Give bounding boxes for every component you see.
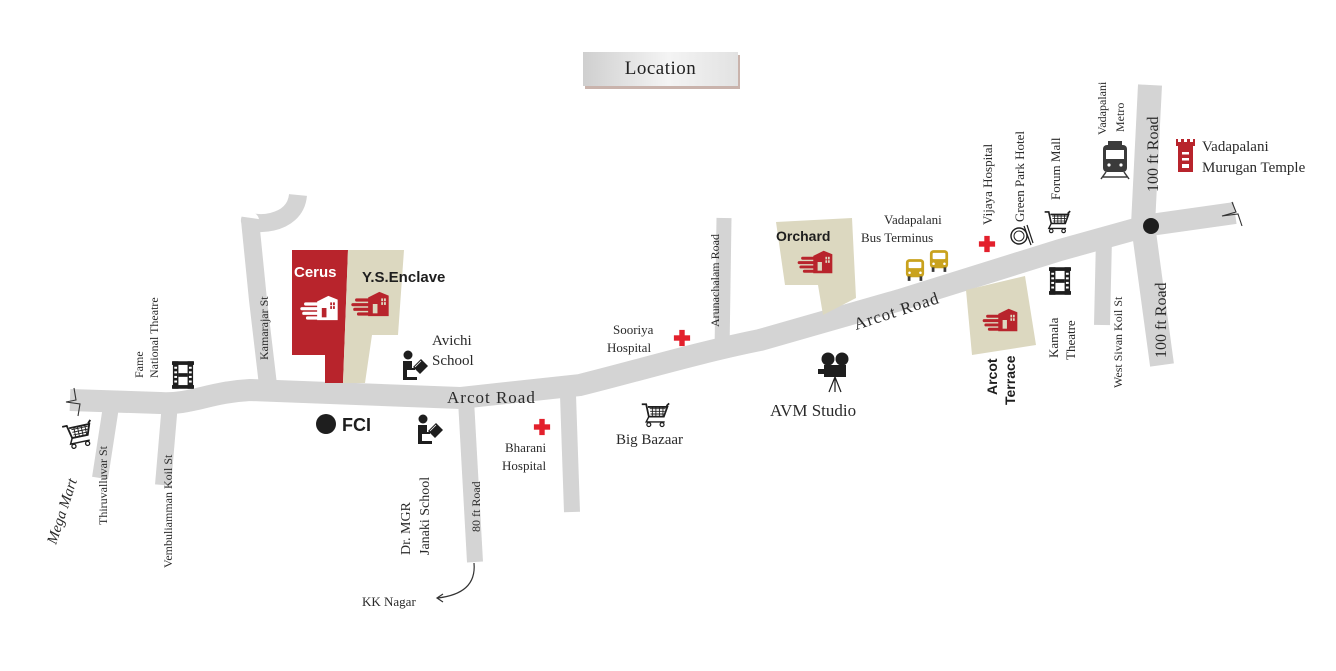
kamala-label-line2: Theatre xyxy=(1063,320,1078,360)
fci-label: FCI xyxy=(342,415,371,435)
arcot-terrace-label-line1: Arcot xyxy=(984,358,1000,395)
eighty-ft-road-label: 80 ft Road xyxy=(469,481,483,532)
bharani-label-line2: Hospital xyxy=(502,458,546,473)
ys-enclave-plot[interactable]: Y.S.Enclave xyxy=(343,250,445,383)
kk-nagar-arrow-icon xyxy=(437,562,475,599)
orchard-plot[interactable]: Orchard xyxy=(776,218,856,315)
bharani-hospital[interactable]: Bharani Hospital xyxy=(502,418,551,473)
kamala-theatre[interactable]: Kamala Theatre xyxy=(1046,267,1078,360)
avichi-label-line2: School xyxy=(432,353,474,369)
metro-label-line2: Metro xyxy=(1113,103,1127,132)
bharani-label-line1: Bharani xyxy=(505,440,547,455)
dr-mgr-janaki-school[interactable]: Dr. MGR Janaki School xyxy=(399,414,444,556)
big-bazaar[interactable]: Big Bazaar xyxy=(616,402,683,448)
ys-enclave-label: Y.S.Enclave xyxy=(362,269,445,286)
kamarajar-st xyxy=(240,192,307,387)
movie-camera-icon xyxy=(818,352,849,393)
green-park-hotel[interactable]: Green Park Hotel xyxy=(1010,131,1034,246)
temple-label-line1: Vadapalani xyxy=(1202,139,1269,155)
kamala-label-line1: Kamala xyxy=(1046,317,1061,358)
junction-marker-icon xyxy=(1143,218,1159,234)
mgr-label-line2: Janaki School xyxy=(418,477,433,555)
arcot-road-label-west: Arcot Road xyxy=(447,388,536,407)
vijaya-hospital-label: Vijaya Hospital xyxy=(980,143,995,225)
big-bazaar-label: Big Bazaar xyxy=(616,432,683,448)
school-icon xyxy=(402,350,429,380)
vijaya-hospital[interactable]: Vijaya Hospital xyxy=(978,143,996,253)
arunachalam-road xyxy=(714,217,732,353)
vadapalani-bus-terminus[interactable]: Vadapalani Bus Terminus xyxy=(861,212,949,281)
arcot-road xyxy=(69,202,1237,415)
temple-label-line2: Murugan Temple xyxy=(1202,160,1306,176)
arunachalam-road-label: Arunachalam Road xyxy=(708,234,722,327)
vadapalani-murugan-temple[interactable]: Vadapalani Murugan Temple xyxy=(1176,139,1306,176)
cerus-label: Cerus xyxy=(294,264,337,281)
side-road-bharani xyxy=(560,394,580,513)
shopping-cart-icon xyxy=(1043,210,1071,234)
shopping-cart-icon xyxy=(640,402,670,428)
orchard-label: Orchard xyxy=(776,228,830,244)
fci-marker-icon xyxy=(316,414,336,434)
arcot-terrace-label-line2: Terrace xyxy=(1002,355,1018,405)
temple-icon xyxy=(1176,139,1195,172)
fame-national-theatre[interactable]: Fame National Theatre xyxy=(132,297,194,389)
map-title: Location xyxy=(583,52,738,86)
eighty-ft-road xyxy=(458,399,483,563)
shopping-cart-icon xyxy=(61,418,97,451)
sooriya-label-line2: Hospital xyxy=(607,340,651,355)
mgr-label-line1: Dr. MGR xyxy=(399,501,414,555)
forum-mall-label: Forum Mall xyxy=(1048,137,1063,200)
fame-label-line1: Fame xyxy=(132,351,146,378)
hospital-cross-icon xyxy=(978,235,996,253)
avm-studio[interactable]: AVM Studio xyxy=(770,352,856,421)
fci[interactable]: FCI xyxy=(316,414,371,435)
film-reel-icon xyxy=(172,361,194,389)
hospital-cross-icon xyxy=(673,329,691,347)
bus-icon xyxy=(929,250,949,272)
arcot-terrace-plot[interactable]: Arcot Terrace xyxy=(966,276,1036,405)
thiruvalluvar-st-label: Thiruvalluvar St xyxy=(96,445,110,525)
vadapalani-metro[interactable]: Vadapalani Metro xyxy=(1095,81,1130,180)
hospital-cross-icon xyxy=(533,418,551,436)
forum-mall[interactable]: Forum Mall xyxy=(1043,137,1071,234)
vembuliamman-koil-st-label: Vembuliamman Koil St xyxy=(161,454,175,568)
west-sivan-koil-st-label: West Sivan Koil St xyxy=(1111,296,1125,388)
sooriya-label-line1: Sooriya xyxy=(613,322,654,337)
mega-mart[interactable]: Mega Mart xyxy=(44,418,97,547)
hundred-ft-road-label-south: 100 ft Road xyxy=(1153,282,1170,358)
green-park-hotel-label: Green Park Hotel xyxy=(1012,131,1027,222)
avm-studio-label: AVM Studio xyxy=(770,401,856,420)
bus-icon xyxy=(905,259,925,281)
kamarajar-st-label: Kamarajar St xyxy=(257,296,271,360)
bus-terminus-label-line1: Vadapalani xyxy=(884,212,942,227)
thiruvalluvar-st xyxy=(92,398,120,480)
west-sivan-koil-st xyxy=(1094,237,1112,326)
school-icon xyxy=(417,414,444,444)
film-reel-icon xyxy=(1049,267,1071,295)
sooriya-hospital[interactable]: Sooriya Hospital xyxy=(607,322,691,355)
roads xyxy=(69,84,1237,563)
road-break-east-icon xyxy=(1221,201,1243,227)
metro-label-line1: Vadapalani xyxy=(1095,81,1109,135)
bus-terminus-label-line2: Bus Terminus xyxy=(861,230,933,245)
road-break-west-icon xyxy=(65,387,81,417)
avichi-label-line1: Avichi xyxy=(432,333,472,349)
vembuliamman-koil-st xyxy=(155,402,178,486)
hundred-ft-road xyxy=(1130,84,1174,367)
kk-nagar-label: KK Nagar xyxy=(362,594,416,609)
train-icon xyxy=(1100,141,1130,180)
cerus-plot[interactable]: Cerus xyxy=(292,250,348,383)
hundred-ft-road-label-north: 100 ft Road xyxy=(1145,116,1162,192)
avichi-school[interactable]: Avichi School xyxy=(402,333,474,380)
dining-plate-icon xyxy=(1010,224,1034,246)
hundred-ft-junction xyxy=(1143,218,1159,234)
mega-mart-label: Mega Mart xyxy=(44,476,81,547)
fame-label-line2: National Theatre xyxy=(147,297,161,378)
